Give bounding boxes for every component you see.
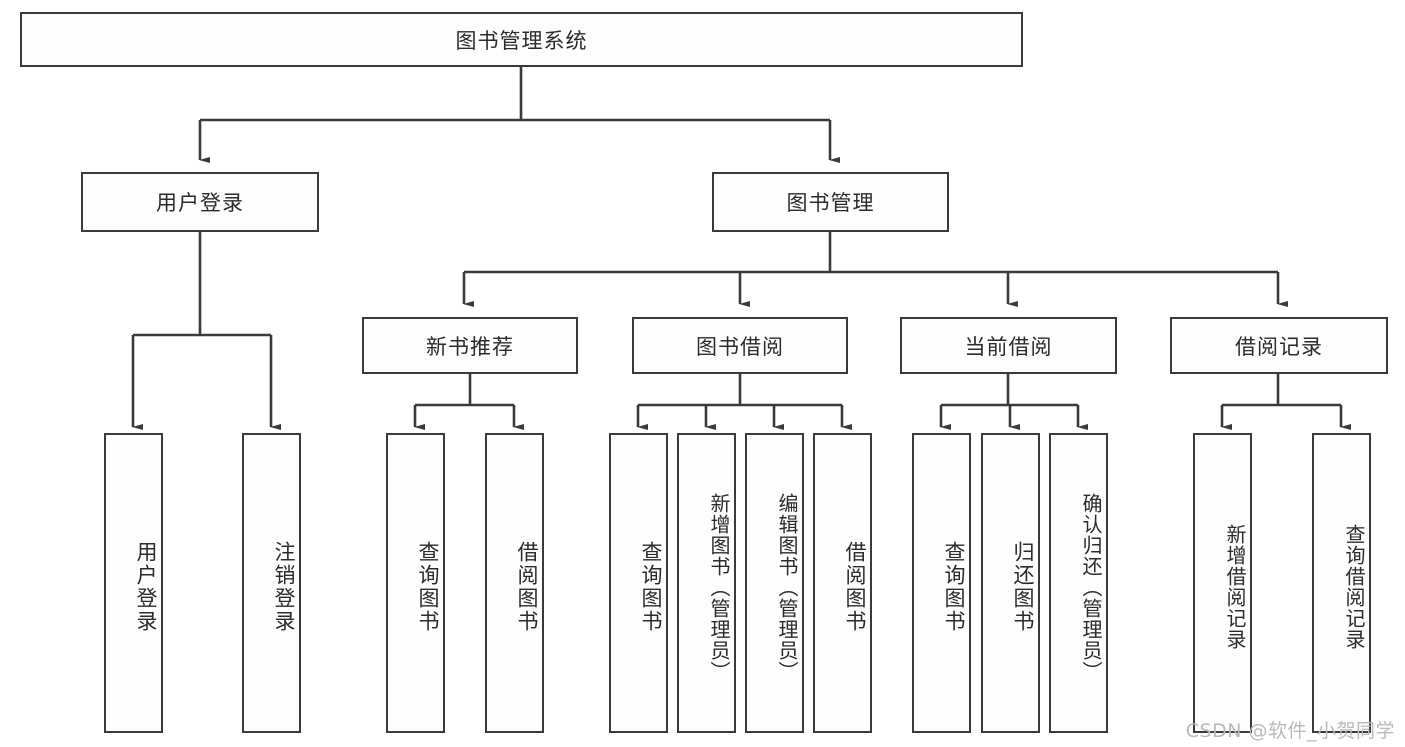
node-label: 借阅图书 xyxy=(843,541,867,633)
leaf-query-borrow-record[interactable]: 查询借阅记录 xyxy=(1312,433,1371,733)
node-new-book-recommend[interactable]: 新书推荐 xyxy=(362,317,578,374)
node-label: 确认归还（管理员） xyxy=(1079,492,1103,682)
leaf-confirm-return-admin[interactable]: 确认归还（管理员） xyxy=(1049,433,1108,733)
leaf-add-borrow-record[interactable]: 新增借阅记录 xyxy=(1193,433,1252,733)
node-label: 图书管理 xyxy=(786,191,875,215)
node-label: 注销登录 xyxy=(272,541,296,633)
node-label: 图书管理系统 xyxy=(455,28,588,53)
node-label: 用户登录 xyxy=(156,191,244,215)
node-user-login[interactable]: 用户登录 xyxy=(81,172,319,232)
leaf-borrow-book[interactable]: 借阅图书 xyxy=(813,433,872,733)
leaf-borrow-book-recommend[interactable]: 借阅图书 xyxy=(485,433,544,733)
node-label: 查询图书 xyxy=(942,541,966,633)
node-label: 当前借阅 xyxy=(964,334,1053,359)
node-label: 新增图书（管理员） xyxy=(707,492,731,682)
node-label: 借阅图书 xyxy=(515,541,539,633)
node-label: 查询图书 xyxy=(639,541,663,633)
leaf-user-login[interactable]: 用户登录 xyxy=(104,433,163,733)
node-label: 编辑图书（管理员） xyxy=(775,492,799,682)
leaf-edit-book-admin[interactable]: 编辑图书（管理员） xyxy=(745,433,804,733)
node-label: 归还图书 xyxy=(1011,541,1035,633)
node-book-management[interactable]: 图书管理 xyxy=(712,172,949,232)
node-label: 新增借阅记录 xyxy=(1223,524,1247,650)
node-label: 新书推荐 xyxy=(426,334,514,359)
node-label: 查询图书 xyxy=(416,541,440,633)
node-label: 图书借阅 xyxy=(696,334,784,359)
node-label: 查询借阅记录 xyxy=(1342,524,1366,650)
node-borrow-record[interactable]: 借阅记录 xyxy=(1170,317,1388,374)
watermark-text: CSDN @软件_小贺同学 xyxy=(1185,720,1395,742)
leaf-logout[interactable]: 注销登录 xyxy=(242,433,301,733)
leaf-return-book[interactable]: 归还图书 xyxy=(981,433,1040,733)
node-root-book-management-system[interactable]: 图书管理系统 xyxy=(20,12,1023,67)
node-label: 借阅记录 xyxy=(1235,334,1323,359)
node-label: 用户登录 xyxy=(134,541,158,633)
leaf-query-book-borrow[interactable]: 查询图书 xyxy=(609,433,668,733)
leaf-query-book-recommend[interactable]: 查询图书 xyxy=(386,433,445,733)
node-book-borrow[interactable]: 图书借阅 xyxy=(632,317,848,374)
leaf-add-book-admin[interactable]: 新增图书（管理员） xyxy=(677,433,736,733)
leaf-query-book-current[interactable]: 查询图书 xyxy=(912,433,971,733)
node-current-borrow[interactable]: 当前借阅 xyxy=(900,317,1117,374)
